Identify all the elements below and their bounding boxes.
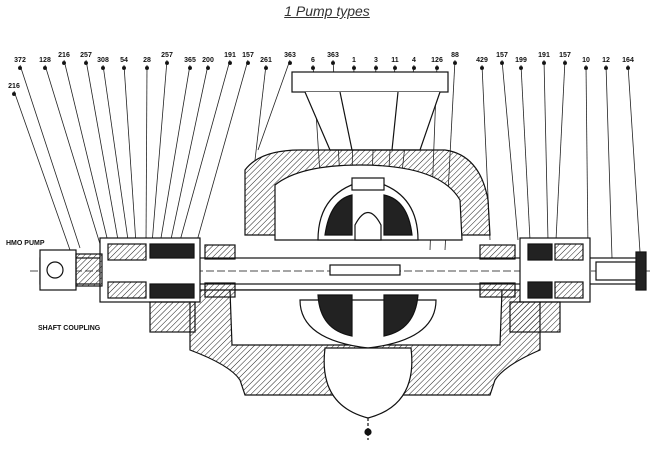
part-label: 28	[143, 57, 151, 64]
leader-line	[169, 64, 209, 245]
part-label: 1	[352, 57, 356, 64]
leader-line	[102, 64, 129, 241]
leader-dot	[519, 66, 524, 71]
leader-line	[44, 64, 101, 245]
leader-dot	[144, 66, 149, 71]
leader-line	[177, 59, 231, 249]
part-label: 261	[260, 57, 272, 64]
page-title: 1 Pump types	[284, 3, 370, 19]
right-bearing-housing	[509, 237, 591, 333]
leader-dot	[351, 66, 356, 71]
part-label: 191	[224, 52, 236, 59]
leader-line	[257, 59, 291, 151]
part-label: 363	[284, 52, 296, 59]
leader-line	[123, 64, 137, 245]
part-label: 199	[515, 57, 527, 64]
part-label: 88	[451, 52, 459, 59]
leader-line	[605, 64, 613, 259]
leader-dot	[84, 61, 89, 66]
leader-line	[555, 59, 566, 241]
part-label: 12	[602, 57, 610, 64]
leader-dot	[584, 66, 589, 71]
leader-line	[145, 64, 148, 245]
shaft-coupling-caption: SHAFT COUPLING	[38, 325, 101, 332]
leader-line	[63, 59, 109, 243]
leader-line	[85, 59, 119, 241]
leader-dot	[227, 61, 232, 66]
part-label: 191	[538, 52, 550, 59]
part-label: 216	[8, 83, 20, 90]
leader-line	[194, 59, 249, 249]
part-label: 128	[39, 57, 51, 64]
part-label: 3	[374, 57, 378, 64]
leader-dot	[263, 66, 268, 71]
upper-casing	[244, 149, 491, 241]
leader-line	[13, 90, 71, 251]
part-label: 10	[582, 57, 590, 64]
part-label: 365	[184, 57, 196, 64]
leader-dot	[330, 61, 335, 66]
leader-dot	[411, 66, 416, 71]
leader-dot	[205, 66, 210, 71]
part-label: 257	[80, 52, 92, 59]
leader-dot	[479, 66, 484, 71]
leader-dot	[373, 66, 378, 71]
leader-line	[159, 64, 191, 245]
part-label: 257	[161, 52, 173, 59]
part-label: 157	[242, 52, 254, 59]
leader-dot	[101, 66, 106, 71]
leader-dot	[452, 61, 457, 66]
leader-dot	[392, 66, 397, 71]
part-label: 6	[311, 57, 315, 64]
part-label: 372	[14, 57, 26, 64]
leader-dot	[563, 61, 568, 66]
part-label: 429	[476, 57, 488, 64]
leader-dot	[310, 66, 315, 71]
part-label: 126	[431, 57, 443, 64]
leader-dot	[542, 61, 547, 66]
leader-line	[627, 64, 641, 253]
leader-line	[501, 59, 519, 241]
leader-line	[520, 64, 531, 241]
leader-dot	[122, 66, 127, 71]
stuffing-boxes	[204, 244, 516, 298]
hmo-pump-caption: HMO PUMP	[6, 240, 45, 247]
leader-dot	[17, 66, 22, 71]
leader-line	[585, 64, 589, 251]
part-label: 11	[391, 57, 399, 64]
leader-dot	[11, 92, 16, 97]
leader-line	[543, 59, 549, 241]
leader-dot	[626, 66, 631, 71]
discharge-nozzle	[291, 71, 449, 151]
left-bearing-housing	[99, 237, 201, 333]
leader-dot	[434, 66, 439, 71]
leader-dot	[43, 66, 48, 71]
leader-line	[151, 59, 168, 245]
part-label: 157	[559, 52, 571, 59]
lower-casing	[189, 289, 541, 440]
part-label: 363	[327, 52, 339, 59]
leader-line	[19, 64, 81, 249]
leader-dot	[499, 61, 504, 66]
part-label: 164	[622, 57, 634, 64]
part-label: 216	[58, 52, 70, 59]
part-labels: 216 372 128 216 257 308 54 28 257 365 200 191 157 261…	[8, 52, 634, 90]
leader-dot	[187, 66, 192, 71]
part-label: 200	[202, 57, 214, 64]
leader-dot	[604, 66, 609, 71]
leader-line	[254, 64, 267, 161]
part-label: 4	[412, 57, 416, 64]
part-label: 54	[120, 57, 128, 64]
leader-dot	[287, 61, 292, 66]
leader-dot	[62, 61, 67, 66]
shaft-coupling	[39, 249, 103, 291]
leader-dot	[164, 61, 169, 66]
part-label: 157	[496, 52, 508, 59]
leader-dot	[245, 61, 250, 66]
part-label: 308	[97, 57, 109, 64]
